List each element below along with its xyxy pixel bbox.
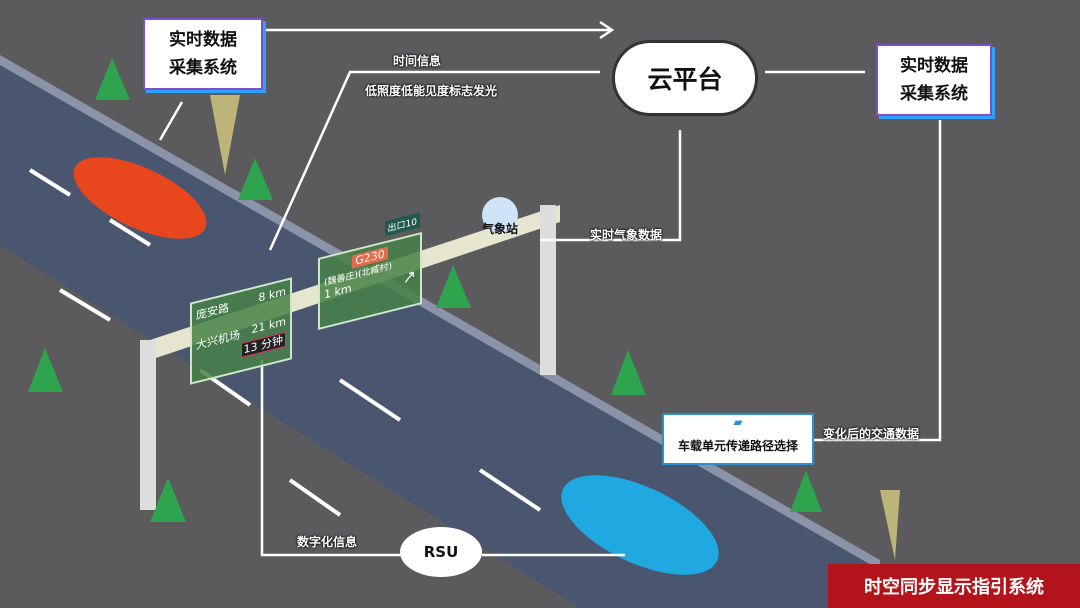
street-lamp-right bbox=[880, 490, 900, 560]
sign-dist1: 8 km bbox=[258, 284, 286, 305]
left-collector-box: 实时数据 采集系统 bbox=[143, 18, 263, 90]
left-collector-line1: 实时数据 bbox=[169, 30, 237, 50]
right-collector-box: 实时数据 采集系统 bbox=[876, 44, 992, 116]
left-collector-line2: 采集系统 bbox=[169, 58, 237, 78]
vehicle-unit-box: ▰ 车载单元传递路径选择 bbox=[662, 413, 814, 465]
flow-arrows bbox=[158, 20, 942, 557]
sidewalk bbox=[0, 55, 880, 570]
street-lamp bbox=[210, 95, 240, 175]
right-car bbox=[561, 475, 719, 575]
right-collector-line1: 实时数据 bbox=[900, 56, 968, 76]
time-info-label: 时间信息 bbox=[393, 54, 442, 68]
digital-info-label: 数字化信息 bbox=[297, 535, 358, 549]
cloud-label: 云平台 bbox=[647, 65, 723, 94]
gantry-pole-left bbox=[140, 340, 156, 510]
trees bbox=[28, 58, 822, 522]
sign-dest1: 庞安路 bbox=[196, 300, 229, 323]
footer-title: 时空同步显示指引系统 bbox=[828, 564, 1080, 608]
map-icon: ▰ bbox=[733, 415, 743, 429]
low-light-label: 低照度低能见度标志发光 bbox=[365, 84, 498, 98]
weather-station-icon bbox=[482, 197, 518, 233]
cloud-platform: 云平台 bbox=[612, 40, 758, 116]
right-collector-line2: 采集系统 bbox=[900, 84, 968, 104]
arrow-up-right-icon: ↗ bbox=[402, 265, 416, 288]
left-car bbox=[73, 157, 207, 239]
weather-station-label: 气象站 bbox=[482, 222, 519, 236]
rsu-label: RSU bbox=[423, 543, 459, 561]
changed-traffic-label: 变化后的交通数据 bbox=[823, 427, 920, 441]
weather-data-label: 实时气象数据 bbox=[590, 228, 663, 242]
gantry-pole-right bbox=[540, 205, 556, 375]
road bbox=[0, 55, 880, 608]
vehicle-unit-label: 车载单元传递路径选择 bbox=[677, 439, 798, 453]
footer-title-text: 时空同步显示指引系统 bbox=[864, 577, 1044, 598]
rsu-node: RSU bbox=[400, 527, 482, 577]
